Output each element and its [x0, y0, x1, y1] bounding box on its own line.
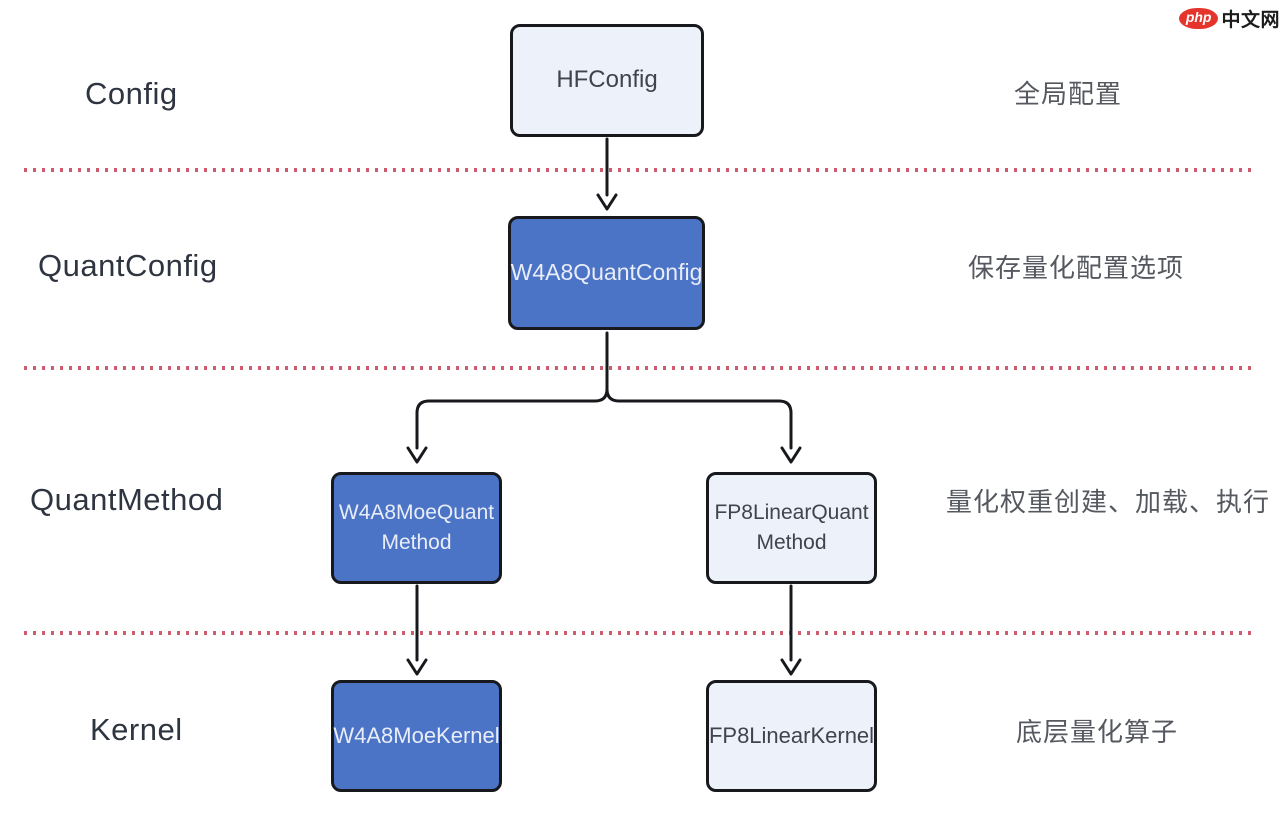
- arrowhead-down-icon: [780, 446, 802, 464]
- annotation-quantconfig: 保存量化配置选项: [968, 253, 1185, 283]
- edge-quantconfig-to-fp8-method: [605, 387, 793, 450]
- php-cn-watermark: php 中文网: [1178, 5, 1280, 32]
- annotation-quantmethod: 量化权重创建、加载、执行: [946, 487, 1271, 517]
- layer-label-config: Config: [85, 76, 178, 111]
- node-fp8-linear-quant-method-line2: Method: [756, 531, 827, 554]
- layer-label-quantmethod: QuantMethod: [30, 482, 224, 517]
- node-w4a8-quant-config: W4A8QuantConfig: [508, 216, 705, 330]
- node-w4a8-moe-kernel-label: W4A8MoeKernel: [333, 723, 500, 749]
- node-w4a8-moe-kernel: W4A8MoeKernel: [331, 680, 502, 792]
- annotation-config: 全局配置: [1014, 79, 1123, 109]
- layer-divider-1: [24, 168, 1257, 172]
- node-hfconfig-label: HFConfig: [556, 66, 658, 94]
- node-w4a8-quant-config-label: W4A8QuantConfig: [510, 259, 703, 286]
- layer-label-kernel: Kernel: [90, 712, 183, 747]
- layer-label-quantconfig: QuantConfig: [38, 248, 218, 283]
- node-hfconfig: HFConfig: [510, 24, 704, 137]
- arrowhead-down-icon: [406, 658, 428, 676]
- watermark-text: 中文网: [1221, 10, 1280, 31]
- annotation-kernel: 底层量化算子: [1016, 717, 1179, 747]
- node-w4a8-moe-quant-method-line1: W4A8MoeQuant: [338, 500, 495, 524]
- layer-divider-3: [24, 631, 1257, 635]
- node-fp8-linear-kernel-label: FP8LinearKernel: [708, 723, 875, 749]
- node-fp8-linear-kernel: FP8LinearKernel: [706, 680, 877, 792]
- php-logo-icon: php: [1178, 8, 1219, 29]
- arrowhead-down-icon: [596, 193, 618, 211]
- layer-divider-2: [24, 366, 1257, 370]
- arrowhead-down-icon: [406, 446, 428, 464]
- node-w4a8-moe-quant-method-line2: Method: [381, 531, 452, 554]
- node-fp8-linear-quant-method: FP8LinearQuant Method: [706, 472, 877, 584]
- edge-quantconfig-to-moe-method: [415, 387, 609, 450]
- node-fp8-linear-quant-method-line1: FP8LinearQuant: [714, 500, 869, 524]
- arrowhead-down-icon: [780, 658, 802, 676]
- node-w4a8-moe-quant-method: W4A8MoeQuant Method: [331, 472, 502, 584]
